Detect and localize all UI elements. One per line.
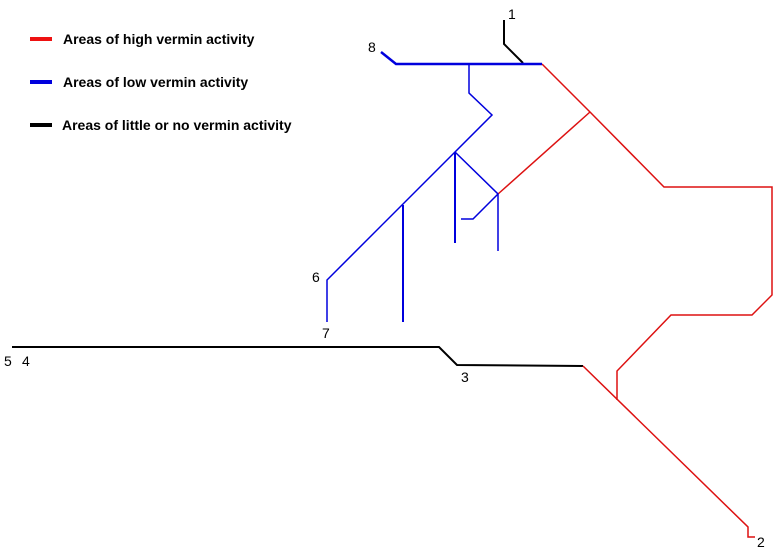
legend-none: Areas of little or no vermin activity bbox=[62, 117, 292, 133]
node-label-1: 1 bbox=[508, 6, 516, 22]
low-activity-spur-d bbox=[461, 193, 499, 220]
low-activity-top bbox=[380, 51, 542, 66]
node-label-2: 2 bbox=[757, 534, 765, 550]
node-label-5: 5 bbox=[4, 353, 12, 369]
node-label-6: 6 bbox=[312, 269, 320, 285]
high-activity-loop bbox=[541, 63, 773, 400]
high-activity-line-2 bbox=[582, 365, 755, 538]
legend-high: Areas of high vermin activity bbox=[63, 31, 255, 47]
node-label-4: 4 bbox=[22, 353, 30, 369]
no-activity-main-line bbox=[12, 346, 584, 367]
legend-low: Areas of low vermin activity bbox=[63, 74, 249, 90]
high-activity-branch bbox=[497, 111, 591, 195]
low-activity-main bbox=[326, 64, 494, 322]
node-label-3: 3 bbox=[461, 369, 469, 385]
no-activity-line-1 bbox=[503, 20, 524, 64]
node-label-8: 8 bbox=[368, 39, 376, 55]
node-label-7: 7 bbox=[322, 325, 330, 341]
